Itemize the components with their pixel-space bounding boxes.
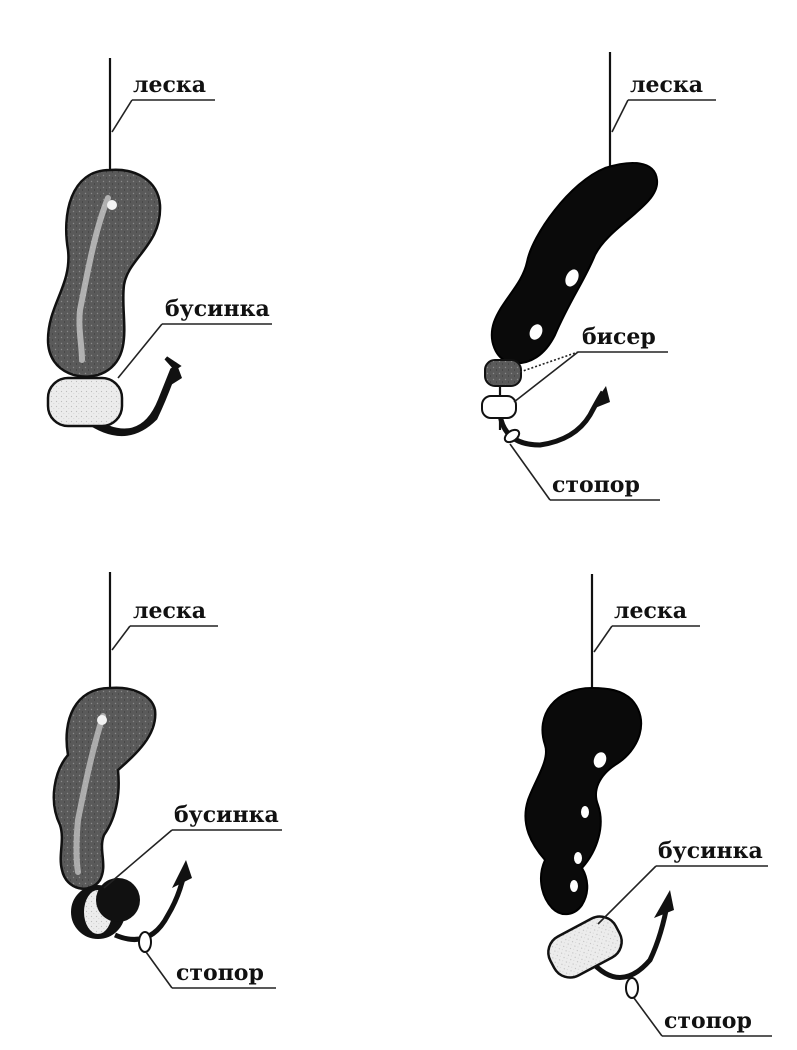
eye-dot [574,852,582,864]
highlight-dot [107,200,117,210]
label-biser: бисер [582,324,656,350]
leader-line [594,626,612,652]
bead-icon [48,378,122,426]
leader-line [612,100,628,132]
stopper-icon [139,932,151,952]
label-stopor: стопор [176,960,264,986]
label-businka: бусинка [165,296,270,322]
label-leska: леска [133,598,206,624]
diagram-top-left: леска бусинка [48,58,272,434]
leader-line [634,998,662,1036]
label-stopor: стопор [664,1008,752,1034]
seed-bead-icon [485,360,521,386]
hook-barb-icon [590,386,610,410]
highlight-dot [97,715,107,725]
label-businka: бусинка [174,802,279,828]
label-leska: леска [614,598,687,624]
diagram-top-right: леска бисер стопор [482,52,716,500]
bead-icon [96,878,140,922]
seed-bead-icon [482,396,516,418]
leader-line [598,866,656,924]
eye-dot [581,806,589,818]
label-leska: леска [630,72,703,98]
stopper-icon [626,978,638,998]
leader-line [112,100,132,132]
leader-line [146,952,172,988]
leader-line [510,444,550,500]
label-stopor: стопор [552,472,640,498]
lure-body-black [525,688,641,914]
bead-icon [542,910,628,984]
diagram-bottom-right: леска бусинка стопор [525,574,772,1036]
diagram-bottom-left: леска бусинка стопор [54,572,282,988]
leader-line [104,830,172,888]
leader-line [112,626,130,650]
label-leska: леска [133,72,206,98]
eye-dot [570,880,578,892]
hook-barb-icon [654,890,674,918]
label-businka: бусинка [658,838,763,864]
